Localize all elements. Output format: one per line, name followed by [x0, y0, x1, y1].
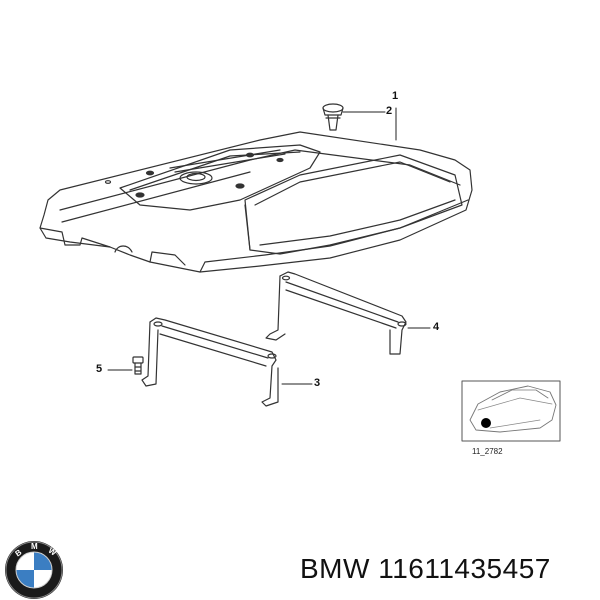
callout-2: 2 — [386, 105, 393, 117]
callout-1: 1 — [392, 90, 399, 102]
bmw-roundel-icon: B M W — [5, 541, 63, 599]
bolt — [132, 356, 144, 375]
leader-lines — [107, 107, 431, 385]
callout-5: 5 — [96, 363, 103, 375]
location-marker-icon — [481, 418, 491, 428]
svg-text:W: W — [47, 546, 59, 558]
svg-text:B: B — [13, 548, 23, 559]
svg-text:M: M — [31, 542, 38, 551]
bracket-upper — [265, 271, 407, 355]
callout-4: 4 — [433, 321, 440, 333]
location-inset — [461, 380, 561, 442]
bracket-lower — [141, 317, 279, 407]
part-number: BMW 11611435457 — [300, 553, 551, 584]
callout-3: 3 — [314, 377, 321, 389]
clip — [322, 103, 344, 131]
inset-code: 11_2782 — [472, 447, 503, 456]
engine-cover — [39, 131, 473, 273]
